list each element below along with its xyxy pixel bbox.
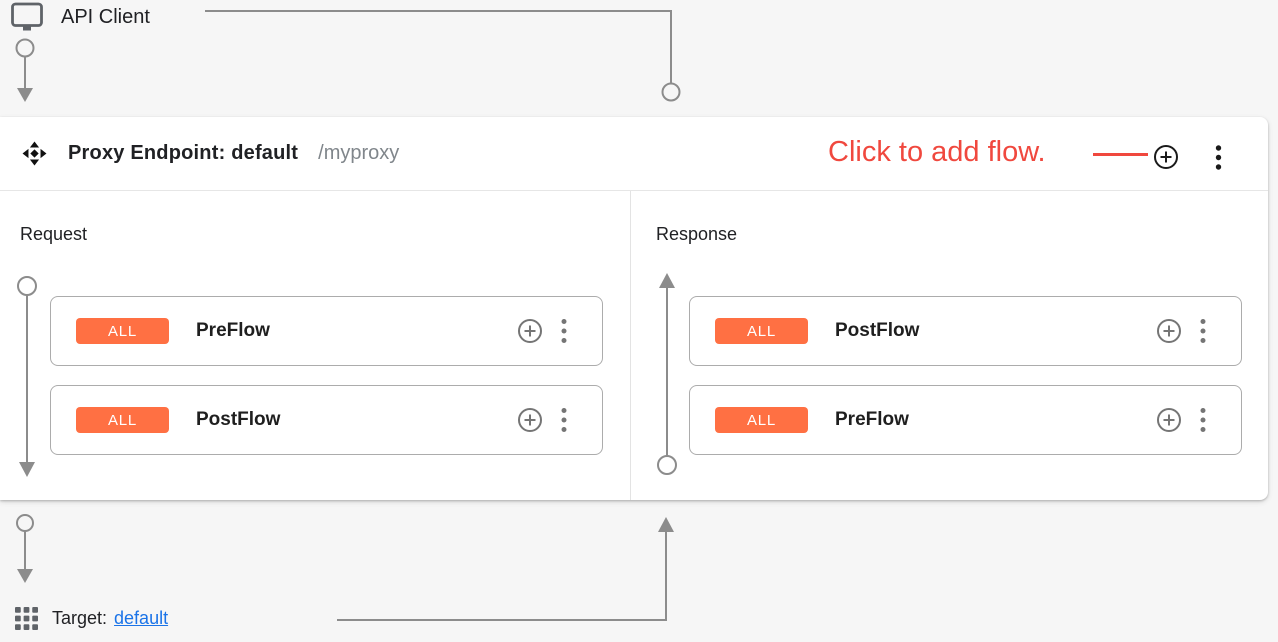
flow-name: PostFlow [196, 409, 281, 430]
flow-card-response-postflow[interactable]: ALL PostFlow [689, 296, 1242, 366]
move-arrows-icon [22, 141, 47, 166]
proxy-endpoint-basepath: /myproxy [318, 142, 400, 164]
add-flow-button[interactable] [1152, 143, 1180, 171]
flow-condition-badge: ALL [76, 318, 169, 344]
flow-name: PostFlow [835, 320, 920, 341]
plus-circle-icon [518, 408, 542, 432]
kebab-menu-icon [1200, 319, 1206, 343]
flow-menu-button[interactable] [1195, 406, 1211, 434]
flow-name: PreFlow [196, 320, 270, 341]
kebab-menu-icon [561, 408, 567, 432]
proxy-endpoint-header: Proxy Endpoint: default /myproxy [0, 117, 1268, 191]
api-client: API Client [10, 2, 150, 32]
proxy-endpoint-title: Proxy Endpoint: default [68, 142, 299, 164]
connector-bottom-elbow [337, 532, 667, 621]
connector-node-circle [15, 38, 35, 58]
flow-menu-button[interactable] [556, 317, 572, 345]
plus-circle-icon [518, 319, 542, 343]
endpoint-body: Request ALL PreFlow [0, 191, 1268, 500]
response-label: Response [656, 224, 738, 244]
monitor-icon [11, 2, 43, 31]
plus-circle-icon [1157, 319, 1181, 343]
arrow-up-icon [658, 517, 674, 532]
request-label: Request [20, 224, 88, 244]
connector-node-circle [16, 514, 34, 532]
kebab-menu-icon [1200, 408, 1206, 432]
target-link[interactable]: default [114, 608, 169, 628]
endpoint-menu-button[interactable] [1208, 142, 1228, 172]
flow-condition-badge: ALL [76, 407, 169, 433]
target-bar: Target: default [15, 607, 168, 630]
flow-condition-badge: ALL [715, 407, 808, 433]
annotation-pointer-line [1093, 153, 1148, 156]
flow-menu-button[interactable] [556, 406, 572, 434]
grid-icon [15, 607, 38, 630]
add-policy-button[interactable] [1155, 406, 1183, 434]
add-policy-button[interactable] [516, 406, 544, 434]
flow-card-request-preflow[interactable]: ALL PreFlow [50, 296, 603, 366]
response-panel: Response ALL PostFlow [631, 191, 1268, 500]
kebab-menu-icon [1215, 144, 1221, 170]
flow-card-request-postflow[interactable]: ALL PostFlow [50, 385, 603, 455]
connector-top-elbow [205, 10, 672, 84]
flow-card-response-preflow[interactable]: ALL PreFlow [689, 385, 1242, 455]
target-label: Target: [52, 608, 108, 628]
add-policy-button[interactable] [516, 317, 544, 345]
kebab-menu-icon [561, 319, 567, 343]
flow-name: PreFlow [835, 409, 909, 430]
api-client-label: API Client [61, 5, 150, 28]
add-policy-button[interactable] [1155, 317, 1183, 345]
plus-circle-icon [1154, 145, 1178, 169]
connector-node-circle [661, 82, 681, 102]
arrow-down-icon [17, 569, 33, 583]
request-panel: Request ALL PreFlow [0, 191, 631, 500]
flow-condition-badge: ALL [715, 318, 808, 344]
plus-circle-icon [1157, 408, 1181, 432]
flow-menu-button[interactable] [1195, 317, 1211, 345]
arrow-down-icon [17, 88, 33, 102]
proxy-endpoint-card: Proxy Endpoint: default /myproxy Click t… [0, 117, 1268, 500]
add-flow-annotation: Click to add flow. [828, 136, 1046, 168]
